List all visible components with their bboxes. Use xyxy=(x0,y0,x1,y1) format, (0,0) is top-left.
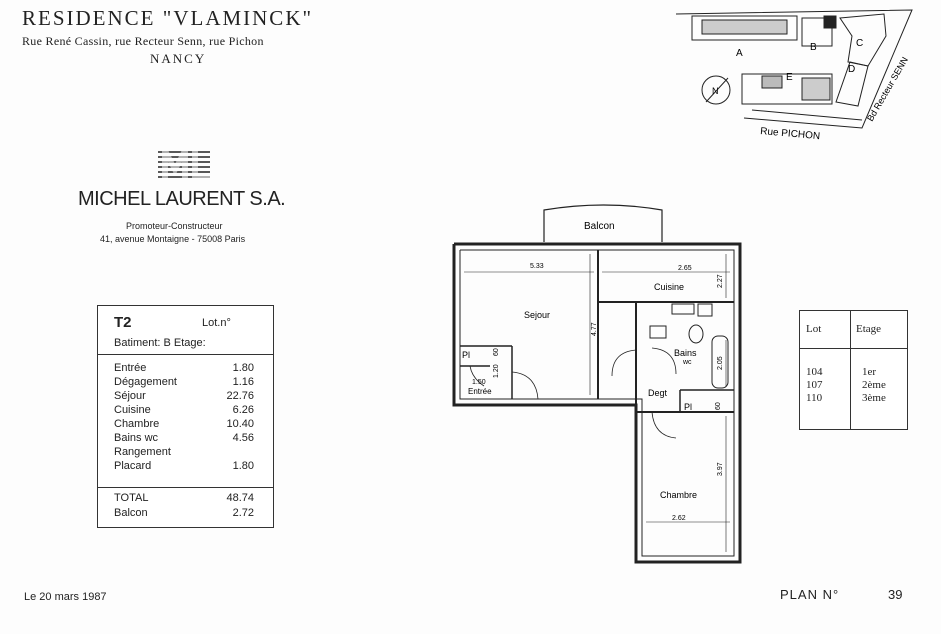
balcony-label: Balcon xyxy=(114,507,148,519)
room-name: Rangement xyxy=(114,446,171,458)
room-row: Séjour 22.76 xyxy=(114,390,264,405)
city-name: NANCY xyxy=(150,51,207,66)
room-name: Cuisine xyxy=(114,404,151,416)
street-right-label: Bd Recteur SENN xyxy=(865,55,910,123)
balcony-area: 2.72 xyxy=(232,507,254,519)
lot-cell: 110 xyxy=(806,392,823,404)
lot-column-header: Lot xyxy=(806,323,822,335)
building-a-label: A xyxy=(736,48,743,59)
cuisine-label: Cuisine xyxy=(654,282,684,292)
company-role: Promoteur-Constructeur xyxy=(126,221,223,231)
balcony-row: Balcon 2.72 xyxy=(114,507,264,522)
dim-cuisine-width: 2.65 xyxy=(678,265,692,272)
dim-cuisine-height: 2.27 xyxy=(717,274,724,288)
room-row: Dégagement 1.16 xyxy=(114,376,264,391)
wc-label: wc xyxy=(682,359,692,366)
company-logo-icon xyxy=(158,150,210,181)
plan-number: 39 xyxy=(888,587,903,602)
dim-entree-width: 1.50 xyxy=(472,379,486,386)
room-area: 1.80 xyxy=(232,362,254,374)
entree-label: Entrée xyxy=(468,387,492,396)
dim-bains-height: 2.05 xyxy=(717,356,724,370)
room-area: 1.80 xyxy=(232,460,254,472)
total-divider xyxy=(98,487,273,488)
room-name: Séjour xyxy=(114,390,146,402)
room-row: Chambre 10.40 xyxy=(114,418,264,433)
lot-cell: 104 xyxy=(806,366,823,378)
plan-label: PLAN N° xyxy=(780,587,840,602)
building-b-label: B xyxy=(810,42,817,53)
building-floor-label: Batiment: B Etage: xyxy=(114,337,206,349)
site-plan: A B C D E N Rue PICHON Bd Recteur SENN xyxy=(675,9,913,142)
chambre-label: Chambre xyxy=(660,490,697,500)
placard-entree-label: Pl xyxy=(462,350,470,360)
room-row: Bains wc 4.56 xyxy=(114,432,264,447)
residence-title: RESIDENCE "VLAMINCK" xyxy=(22,6,314,30)
company-address: 41, avenue Montaigne - 75008 Paris xyxy=(100,234,246,244)
room-area: 10.40 xyxy=(226,418,254,430)
degt-label: Degt xyxy=(648,388,668,398)
room-name: Chambre xyxy=(114,418,160,430)
dim-chambre-width: 2.62 xyxy=(672,515,686,522)
room-row: Rangement xyxy=(114,446,264,461)
dim-placard-entree-height: 1.20 xyxy=(493,364,500,378)
unit-type: T2 xyxy=(114,314,132,331)
room-area: 6.26 xyxy=(232,404,254,416)
sejour-label: Sejour xyxy=(524,310,550,320)
room-name: Placard xyxy=(114,460,152,472)
room-row: Entrée 1.80 xyxy=(114,362,264,377)
lot-number-label: Lot.n° xyxy=(202,317,231,329)
street-names: Rue René Cassin, rue Recteur Senn, rue P… xyxy=(22,34,264,48)
lots-table-header xyxy=(800,311,907,349)
lots-table: Lot Etage 104 1er 107 2ème 110 3ème xyxy=(799,310,908,430)
room-area: 1.16 xyxy=(232,376,254,388)
etage-cell: 1er xyxy=(862,366,877,378)
street-bottom-label: Rue PICHON xyxy=(760,126,821,142)
etage-column-header: Etage xyxy=(856,323,882,335)
room-row: Placard 1.80 xyxy=(114,460,264,475)
placard-degt-label: Pl xyxy=(684,402,692,412)
lot-cell: 107 xyxy=(806,379,823,391)
etage-cell: 2ème xyxy=(862,379,886,391)
total-label: TOTAL xyxy=(114,492,149,504)
building-c-label: C xyxy=(856,38,863,49)
etage-cell: 3ème xyxy=(862,392,886,404)
room-name: Entrée xyxy=(114,362,147,374)
room-area: 4.56 xyxy=(232,432,254,444)
document-date: Le 20 mars 1987 xyxy=(24,591,107,603)
floor-plan: Balcon Sejour Cuisine Bains wc Degt Cham… xyxy=(452,204,742,564)
dim-placard-entree: 60 xyxy=(493,348,500,356)
balcon-label: Balcon xyxy=(584,221,615,232)
room-row: Cuisine 6.26 xyxy=(114,404,264,419)
room-name: Bains wc xyxy=(114,432,159,444)
lots-table-divider xyxy=(850,311,851,429)
total-area: 48.74 xyxy=(226,492,254,504)
dim-placard-degt: 60 xyxy=(715,402,722,410)
room-name: Dégagement xyxy=(114,376,177,388)
north-label: N xyxy=(712,86,719,96)
bains-label: Bains xyxy=(674,348,697,358)
room-area: 22.76 xyxy=(226,390,254,402)
dim-sejour-width: 5.33 xyxy=(530,263,544,270)
dim-sejour-height: 4.77 xyxy=(591,322,598,336)
building-e-label: E xyxy=(786,72,793,83)
building-d-label: D xyxy=(848,64,855,75)
unit-header: T2 Lot.n° Batiment: B Etage: xyxy=(98,306,273,355)
company-name: MICHEL LAURENT S.A. xyxy=(78,188,286,210)
dim-chambre-height: 3.97 xyxy=(717,462,724,476)
total-row: TOTAL 48.74 xyxy=(114,492,264,507)
